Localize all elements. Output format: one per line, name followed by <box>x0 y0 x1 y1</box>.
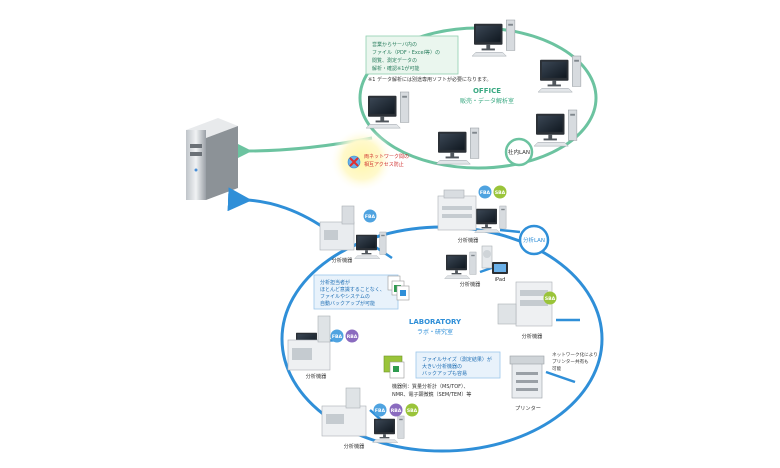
instrument-label: 分析機器 <box>306 372 328 380</box>
lab-callout2-line: バックアップも容易 <box>422 370 467 377</box>
fba-badge: FBA <box>373 403 387 417</box>
firewall-line: 両ネットワーク間の <box>364 154 409 160</box>
lab-lan-label: 分析LAN <box>523 236 545 244</box>
office-title: OFFICE <box>473 87 501 95</box>
ipad-label: iPad <box>495 277 506 283</box>
svg-text:SBA: SBA <box>495 190 506 196</box>
lab-computer <box>354 231 387 259</box>
office-computer <box>365 91 410 129</box>
firewall-indicator: 両ネットワーク間の 相互アクセス防止 <box>330 128 409 192</box>
instrument-label: 分析機器 <box>460 280 482 288</box>
instrument-right: 分析機器 <box>497 281 553 340</box>
network-note-line: ネットワーク化により <box>552 351 598 358</box>
server-tower-icon <box>186 118 238 200</box>
network-note-line: 可能 <box>552 365 562 372</box>
lab-computer <box>372 415 405 443</box>
office-lan-badge: 社内LAN <box>504 137 534 167</box>
svg-text:SBA: SBA <box>407 408 418 414</box>
lab-callout1-line: 分析担当者が <box>320 279 350 286</box>
instrument-top-left: 分析機器 <box>319 205 355 264</box>
printer-label: プリンター <box>515 404 541 412</box>
rba-badge: RBA <box>345 329 359 343</box>
instrument-label: 分析機器 <box>344 442 366 450</box>
lab-callout2-line: ファイルサイズ（測定結果）が <box>422 356 492 363</box>
office-callout-line: 営業からサーバ内の <box>372 41 417 48</box>
sba-badge: SBA <box>543 291 557 305</box>
office-computer <box>533 109 578 147</box>
examples-line: 機器例：質量分析計（MS/TOF）、 <box>392 383 469 390</box>
office-callout-line: ファイル（PDF・Excel等）の <box>372 49 440 56</box>
office-lan-label: 社内LAN <box>508 148 530 156</box>
firewall-line: 相互アクセス防止 <box>364 161 404 168</box>
svg-text:RBA: RBA <box>391 408 402 414</box>
svg-text:RBA: RBA <box>347 334 358 340</box>
office-callout-line: 閲覧、測定データの <box>372 57 417 64</box>
office-callout: 営業からサーバ内の ファイル（PDF・Excel等）の 閲覧、測定データの 解析… <box>365 35 459 75</box>
blocked-icon <box>347 155 361 169</box>
instrument-label: 分析機器 <box>522 332 544 340</box>
instrument-label: 分析機器 <box>458 236 480 244</box>
microscope-ipad: iPad 分析機器 <box>460 245 508 288</box>
lab-callout1-line: ほとんど意識することなく、 <box>320 286 385 293</box>
document-files-icon <box>387 275 410 301</box>
office-computer <box>471 19 516 57</box>
lab-callout-backup: 分析担当者が ほとんど意識することなく、 ファイルやシステムの 自動バックアップ… <box>313 274 399 310</box>
lab-callout2-line: 大きい分析機器の <box>422 363 462 370</box>
instrument-left-middle: 分析機器 <box>287 315 331 380</box>
instrument-top-center: 分析機器 <box>437 189 480 244</box>
lab-computer <box>444 251 477 279</box>
lab-callout1-line: ファイルやシステムの <box>320 293 370 300</box>
rba-badge: RBA <box>389 403 403 417</box>
lab-computer <box>474 205 507 233</box>
office-computer <box>537 55 582 93</box>
lab-subtitle: ラボ・研究室 <box>417 328 453 336</box>
svg-text:SBA: SBA <box>545 296 556 302</box>
lab-callout1-line: 自動バックアップが可能 <box>320 300 375 307</box>
printer-icon: プリンター <box>509 355 545 412</box>
fba-badge: FBA <box>363 209 377 223</box>
sba-badge: SBA <box>493 185 507 199</box>
office-callout-line: 解析・確認※1が可能 <box>372 65 419 72</box>
lab-to-server-arrow <box>227 187 331 234</box>
network-note-line: プリンター共有も <box>552 358 589 365</box>
fba-badge: FBA <box>478 185 492 199</box>
instrument-bottom: 分析機器 <box>321 387 367 450</box>
lab-lan-badge: 分析LAN <box>518 224 550 256</box>
svg-text:FBA: FBA <box>365 214 376 220</box>
instrument-label: 分析機器 <box>332 256 354 264</box>
agent-badges: FBA FBA SBA SBA FBA RBA FBA RBA SBA <box>330 185 557 417</box>
svg-text:FBA: FBA <box>332 334 343 340</box>
fba-badge: FBA <box>330 329 344 343</box>
office-computers <box>365 19 582 165</box>
svg-text:FBA: FBA <box>375 408 386 414</box>
office-footnote: ※1 データ解析には別途専用ソフトが必要になります。 <box>368 76 491 83</box>
svg-text:FBA: FBA <box>480 190 491 196</box>
office-computer <box>435 127 480 165</box>
folder-icon <box>383 355 405 379</box>
office-subtitle: 販売・データ解析室 <box>460 97 514 105</box>
office-network: 社内LAN OFFICE 販売・データ解析室 営業からサーバ内の ファイル（PD… <box>227 26 598 170</box>
sba-badge: SBA <box>405 403 419 417</box>
lab-callout-large-files: ファイルサイズ（測定結果）が 大きい分析機器の バックアップも容易 <box>415 351 501 379</box>
examples-line: NMR、電子顕微鏡（SEM/TEM）等 <box>392 391 471 398</box>
lab-title: LABORATORY <box>409 318 462 326</box>
